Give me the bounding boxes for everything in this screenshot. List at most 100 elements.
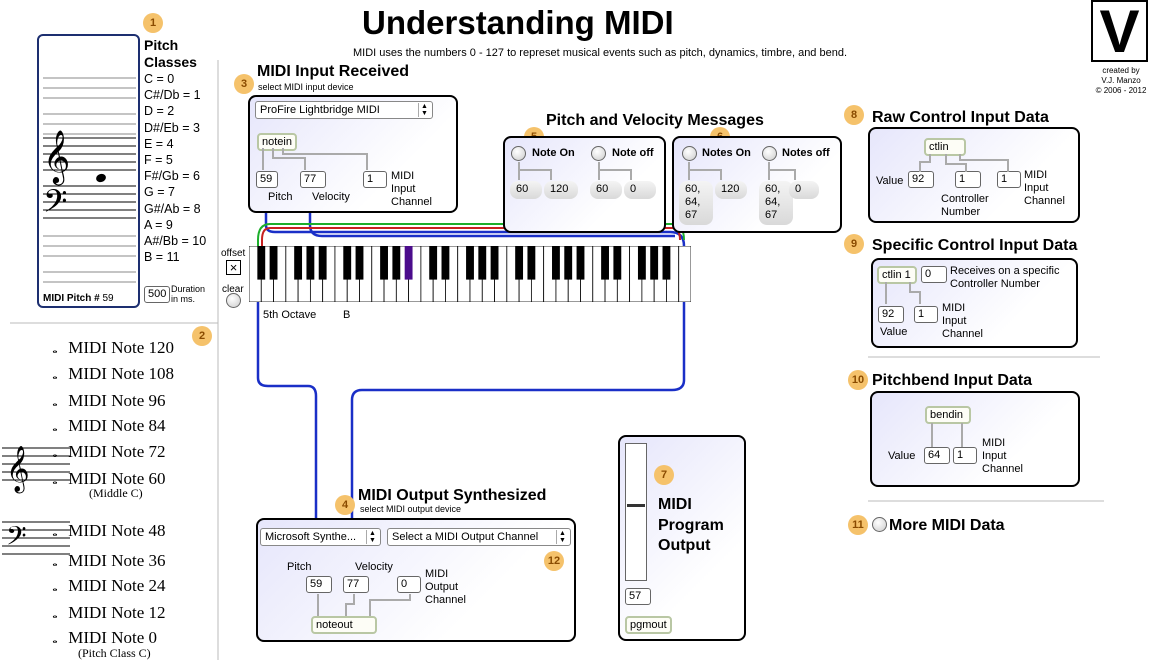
specific-channel-numbox[interactable]: 1 (914, 306, 938, 323)
duration-numbox[interactable]: 500 (144, 286, 171, 303)
notes-off-vel-msg[interactable]: 0 (789, 181, 819, 199)
black-key[interactable] (466, 246, 474, 280)
midi-note-label: MIDI Note 24 (68, 576, 166, 595)
raw-value-label: Value (876, 175, 904, 187)
program-numbox[interactable]: 57 (625, 588, 651, 605)
output-velocity-numbox[interactable]: 77 (343, 576, 369, 593)
black-key[interactable] (576, 246, 585, 280)
black-key-active[interactable] (404, 246, 413, 280)
raw-controller-numbox[interactable]: 1 (955, 171, 981, 188)
midi-note-row: 𝅝 MIDI Note 48 (46, 521, 165, 541)
pgmout-object[interactable]: pgmout (625, 616, 672, 634)
offset-toggle[interactable]: × (226, 260, 241, 275)
black-key[interactable] (637, 246, 646, 280)
bendin-object[interactable]: bendin (925, 406, 971, 424)
output-channel-menu[interactable]: Select a MIDI Output Channel ▲▼ (387, 528, 571, 546)
program-label: MIDI Program Output (658, 495, 724, 557)
ctlin-1-object[interactable]: ctlin 1 (877, 266, 917, 284)
white-key[interactable] (678, 246, 691, 302)
input-channel-label-1: MIDI (391, 170, 415, 182)
input-subheading: select MIDI input device (258, 82, 354, 92)
notes-off-button[interactable] (762, 146, 777, 161)
ctlin-object[interactable]: ctlin (924, 138, 966, 156)
midi-note-row: 𝅝 MIDI Note 36 (46, 551, 166, 571)
output-channel-numbox[interactable]: 0 (397, 576, 421, 593)
pitch-class-item: F#/Gb = 6 (144, 169, 200, 184)
output-subheading: select MIDI output device (360, 504, 462, 514)
specific-value-numbox[interactable]: 92 (878, 306, 904, 323)
black-key[interactable] (490, 246, 499, 280)
program-slider-knob[interactable] (627, 503, 645, 507)
black-key[interactable] (380, 246, 388, 280)
black-key[interactable] (478, 246, 487, 280)
black-key[interactable] (527, 246, 536, 280)
midi-pitch-label: MIDI Pitch # (43, 293, 100, 304)
notes-on-button[interactable] (682, 146, 697, 161)
black-key[interactable] (269, 246, 278, 280)
credits-line-1: created by (1102, 66, 1140, 75)
black-key[interactable] (552, 246, 560, 280)
output-pitch-numbox[interactable]: 59 (306, 576, 332, 593)
black-key[interactable] (294, 246, 303, 280)
midi-note-label: MIDI Note 84 (68, 416, 166, 435)
pitch-class-item: D = 2 (144, 104, 175, 119)
black-key[interactable] (392, 246, 401, 280)
notes-off-pitch-msg[interactable]: 60, 64, 67 (759, 181, 793, 225)
black-key[interactable] (662, 246, 671, 280)
note-on-button[interactable] (511, 146, 526, 161)
black-key[interactable] (318, 246, 327, 280)
duration-label-1: Duration (171, 284, 206, 294)
more-midi-label[interactable]: More MIDI Data (889, 517, 1005, 534)
midi-note-row: 𝅝 MIDI Note 12 (46, 603, 165, 623)
duration-label: Duration in ms. (171, 284, 205, 304)
program-slider[interactable] (625, 443, 647, 581)
black-key[interactable] (306, 246, 315, 280)
specific-receive-label-1: Receives on a specific (950, 265, 1060, 277)
midi-note-label: MIDI Note 36 (68, 551, 166, 570)
duration-label-2: in ms. (171, 294, 196, 304)
midi-note-row: 𝅝 MIDI Note 60 (46, 469, 166, 489)
updown-arrow-icon: ▲▼ (556, 530, 568, 544)
bend-value-numbox[interactable]: 64 (924, 447, 950, 464)
black-key[interactable] (613, 246, 622, 280)
input-pitch-numbox[interactable]: 59 (256, 171, 278, 188)
black-key[interactable] (515, 246, 524, 280)
note-on-label: Note On (532, 147, 575, 159)
raw-control-heading: Raw Control Input Data (872, 109, 1049, 126)
program-label-1: MIDI (658, 496, 692, 513)
piano-keyboard[interactable] (249, 246, 691, 302)
note-off-vel-msg[interactable]: 0 (624, 181, 656, 199)
output-velocity-label: Velocity (355, 561, 393, 573)
black-key[interactable] (601, 246, 609, 280)
notein-object[interactable]: notein (257, 133, 297, 151)
note-on-pitch-msg[interactable]: 60 (510, 181, 542, 199)
black-key[interactable] (650, 246, 659, 280)
midi-note-label: MIDI Note 72 (68, 442, 166, 461)
black-key[interactable] (257, 246, 266, 280)
specific-receive-numbox[interactable]: 0 (921, 266, 947, 283)
notes-on-pitch-msg[interactable]: 60, 64, 67 (679, 181, 713, 225)
input-device-menu[interactable]: ProFire Lightbridge MIDI ▲▼ (255, 101, 433, 119)
staff-panel[interactable]: 𝄞 𝄢 MIDI Pitch # 59 (37, 34, 140, 308)
black-key[interactable] (343, 246, 352, 280)
output-channel-label-1: MIDI (425, 568, 449, 580)
black-key[interactable] (355, 246, 364, 280)
black-key[interactable] (429, 246, 438, 280)
bend-channel-numbox[interactable]: 1 (953, 447, 977, 464)
note-on-vel-msg[interactable]: 120 (544, 181, 578, 199)
black-key[interactable] (441, 246, 450, 280)
more-midi-button[interactable] (872, 517, 887, 532)
output-device-menu[interactable]: Microsoft Synthe... ▲▼ (260, 528, 381, 546)
input-channel-numbox[interactable]: 1 (363, 171, 387, 188)
midi-note-label: MIDI Note 60 (68, 469, 166, 488)
bend-channel-label-2: Input (982, 450, 1007, 462)
black-key[interactable] (564, 246, 573, 280)
note-off-pitch-msg[interactable]: 60 (590, 181, 622, 199)
clear-label: clear (222, 284, 244, 295)
noteout-object[interactable]: noteout (311, 616, 377, 634)
notes-on-vel-msg[interactable]: 120 (715, 181, 747, 199)
credits-author: V.J. Manzo (1101, 76, 1141, 85)
clear-button[interactable] (226, 293, 241, 308)
input-velocity-numbox[interactable]: 77 (300, 171, 326, 188)
note-off-button[interactable] (591, 146, 606, 161)
